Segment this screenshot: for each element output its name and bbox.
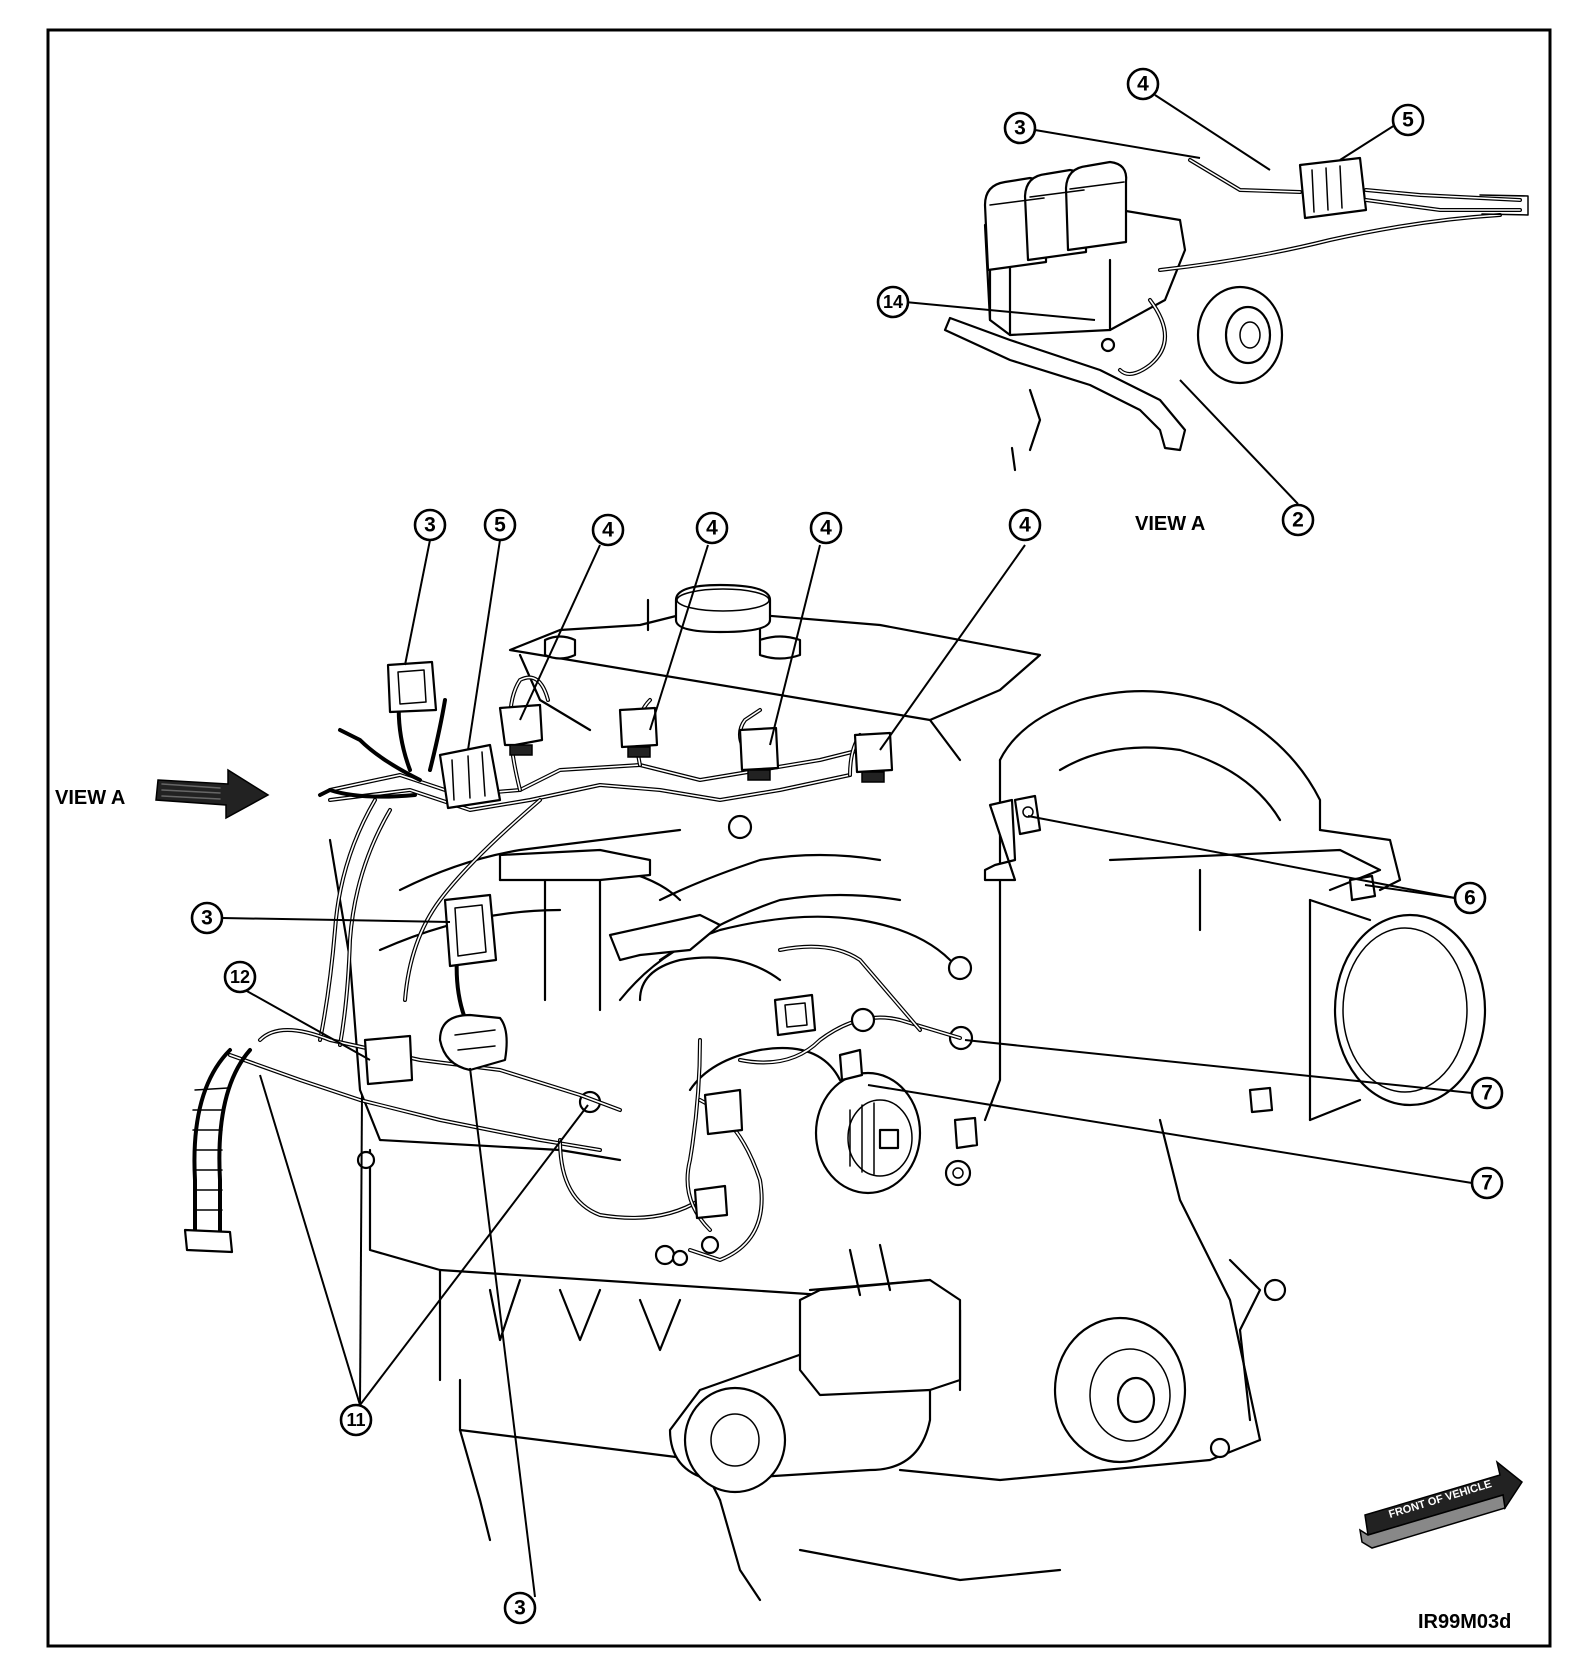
svg-text:4: 4 xyxy=(706,517,718,540)
svg-text:4: 4 xyxy=(602,519,614,542)
wiring-harness xyxy=(183,675,962,1262)
callout: 4 xyxy=(1008,508,1042,542)
svg-text:3: 3 xyxy=(424,514,436,537)
callouts: 4 3 5 14 2 3 5 4 4 4 4 6 3 12 7 7 11 3 xyxy=(190,67,1504,1625)
svg-text:4: 4 xyxy=(1019,514,1031,537)
callout: 12 xyxy=(223,960,257,994)
callout: 3 xyxy=(413,508,447,542)
callout: 14 xyxy=(876,285,910,319)
svg-text:7: 7 xyxy=(1481,1172,1493,1195)
callout: 2 xyxy=(1281,503,1315,537)
diagram-frame xyxy=(46,28,1552,1648)
callout: 3 xyxy=(190,901,224,935)
svg-text:14: 14 xyxy=(883,292,903,312)
svg-text:3: 3 xyxy=(1014,117,1026,140)
connectors xyxy=(363,660,1377,1267)
callout: 4 xyxy=(591,513,625,547)
callout: 4 xyxy=(809,511,843,545)
callout: 6 xyxy=(1453,881,1487,915)
svg-text:4: 4 xyxy=(1137,73,1149,96)
engine-illustration xyxy=(328,583,1487,1602)
svg-text:7: 7 xyxy=(1481,1082,1493,1105)
callout: 7 xyxy=(1470,1166,1504,1200)
svg-text:12: 12 xyxy=(230,967,250,987)
svg-text:5: 5 xyxy=(494,514,506,537)
callout: 5 xyxy=(483,508,517,542)
svg-text:6: 6 xyxy=(1464,887,1476,910)
front-direction-arrow xyxy=(1358,1460,1524,1549)
callout: 3 xyxy=(1003,111,1037,145)
svg-text:2: 2 xyxy=(1292,509,1304,532)
callout: 4 xyxy=(1126,67,1160,101)
leader-lines xyxy=(221,94,1473,1598)
view-a-inset xyxy=(943,156,1529,472)
callout: 11 xyxy=(339,1403,373,1437)
callout: 7 xyxy=(1470,1076,1504,1110)
callout: 4 xyxy=(695,511,729,545)
callout: 3 xyxy=(503,1591,537,1625)
svg-text:3: 3 xyxy=(514,1597,526,1620)
view-a-inset-label: VIEW A xyxy=(1135,513,1205,535)
view-a-arrow-label: VIEW A xyxy=(55,787,125,809)
view-a-arrow xyxy=(155,768,270,820)
svg-text:3: 3 xyxy=(201,907,213,930)
svg-text:4: 4 xyxy=(820,517,832,540)
figure-reference-code: IR99M03d xyxy=(1418,1611,1511,1633)
callout: 5 xyxy=(1391,103,1425,137)
svg-text:5: 5 xyxy=(1402,109,1414,132)
svg-text:11: 11 xyxy=(346,1410,365,1430)
